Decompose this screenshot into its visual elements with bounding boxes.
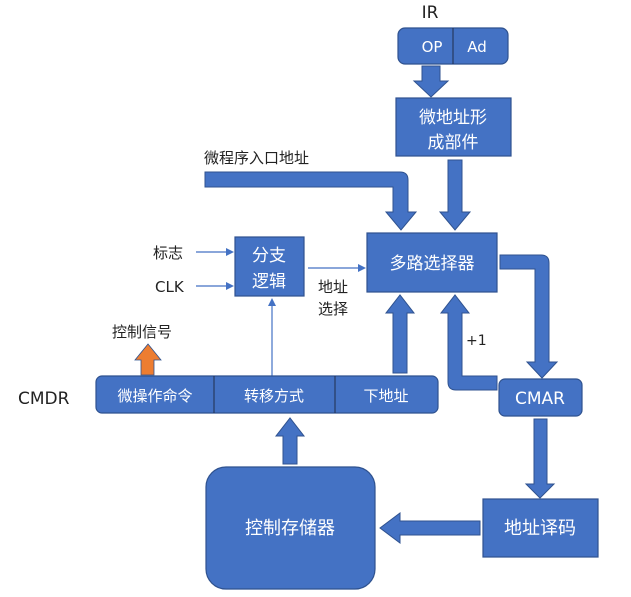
arrow-control-store-to-cmdr (274, 417, 306, 465)
flag-input-arrowhead (226, 248, 234, 256)
address-select-line2: 选择 (318, 300, 348, 318)
control-store-box (205, 466, 376, 590)
ir-label: IR (422, 3, 439, 23)
address-decoder-box (482, 498, 599, 558)
cmdr-next-address-field: 下地址 (363, 387, 408, 405)
branch-logic-box (234, 236, 305, 297)
address-decoder: 地址译码 (482, 498, 599, 558)
cmar-label: CMAR (515, 389, 565, 409)
cmar-register: CMAR (498, 378, 583, 417)
branch-to-mux-arrowhead (358, 264, 366, 272)
arrow-next-address-to-mux (384, 294, 416, 374)
address-decoder-label: 地址译码 (504, 518, 576, 539)
cmar-box (498, 378, 583, 417)
flag-input-label: 标志 (153, 244, 183, 262)
arrow-cmar-to-decoder (524, 418, 556, 499)
entry-address-label: 微程序入口地址 (204, 149, 309, 167)
clk-input-label: CLK (155, 278, 185, 296)
arrow-decoder-to-control-store (379, 512, 481, 544)
control-store: 控制存储器 (205, 466, 376, 590)
cmdr-box (95, 375, 439, 414)
multiplexer: 多路选择器 (366, 232, 498, 293)
cmdr-micro-op-field: 微操作命令 (117, 387, 192, 405)
micro-address-generator-line1: 微地址形 (419, 108, 487, 128)
control-signal-arrow (134, 343, 162, 376)
arrow-mux-to-cmar (499, 254, 559, 379)
plus-one-label: +1 (466, 333, 487, 349)
branch-logic: 分支 逻辑 (234, 236, 305, 297)
arrow-addrgen-to-mux (438, 159, 472, 231)
micro-address-generator-box (395, 97, 512, 157)
ir-ad-field: Ad (467, 38, 487, 56)
control-store-label: 控制存储器 (245, 518, 335, 539)
branch-logic-line1: 分支 (252, 246, 286, 266)
ir-register: OP Ad (397, 27, 509, 65)
micro-address-generator: 微地址形 成部件 (395, 97, 512, 157)
ir-op-field: OP (422, 38, 443, 56)
multiplexer-box (366, 232, 498, 293)
micro-address-generator-line2: 成部件 (428, 133, 479, 153)
arrow-entry-address-to-mux (204, 171, 418, 231)
transfer-to-branch-arrowhead (268, 298, 276, 306)
cmdr-register: 微操作命令 转移方式 下地址 (95, 375, 439, 414)
clk-input-arrowhead (226, 282, 234, 290)
control-signal-label: 控制信号 (112, 323, 172, 341)
branch-logic-line2: 逻辑 (252, 272, 286, 292)
cmdr-transfer-mode-field: 转移方式 (244, 387, 304, 405)
arrow-ir-to-addrgen (412, 65, 450, 98)
multiplexer-label: 多路选择器 (390, 254, 475, 274)
address-select-line1: 地址 (318, 278, 348, 296)
cmdr-label: CMDR (18, 389, 70, 409)
arrow-cmar-plus-one-to-mux (439, 294, 498, 391)
